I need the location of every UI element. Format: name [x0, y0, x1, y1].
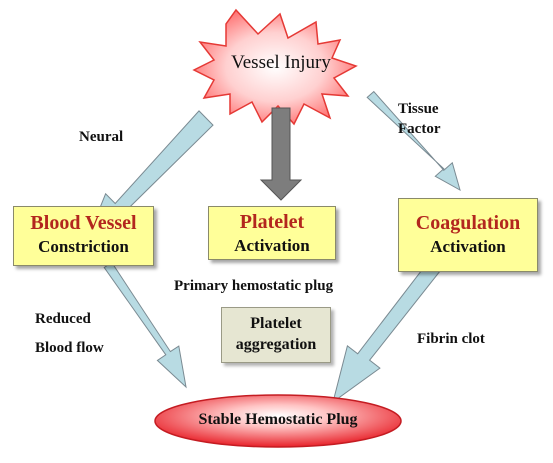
aggregation-line1: Platelet [250, 315, 302, 332]
platelet-box: Platelet Activation [208, 206, 336, 260]
tissue-factor-arrow [366, 90, 461, 192]
coagulation-box: Coagulation Activation [398, 198, 538, 272]
platelet-title: Platelet [239, 211, 305, 233]
blood-vessel-box: Blood Vessel Constriction [13, 206, 154, 266]
platelet-aggregation-box: Platelet aggregation [221, 307, 331, 363]
fibrin-clot-label: Fibrin clot [417, 331, 485, 347]
primary-plug-label: Primary hemostatic plug [174, 278, 334, 294]
aggregation-line2: aggregation [235, 335, 317, 353]
reduced-line2: Blood flow [35, 339, 104, 356]
reduced-line1: Reduced [35, 311, 91, 327]
stable-plug-label: Stable Hemostatic Plug [198, 411, 358, 428]
coagulation-title: Coagulation [415, 212, 521, 234]
platelet-arrow [259, 107, 303, 201]
coagulation-subtitle: Activation [430, 237, 506, 256]
blood-vessel-title: Blood Vessel [30, 212, 137, 234]
platelet-subtitle: Activation [234, 236, 310, 255]
tissue-factor-line1: Tissue [398, 101, 439, 117]
reduced-flow-arrow [103, 261, 187, 389]
reduced-flow-label: Reduced Blood flow [35, 305, 104, 362]
vessel-injury-burst [192, 8, 358, 126]
tissue-factor-line2: Factor [398, 121, 441, 138]
blood-vessel-subtitle: Constriction [38, 237, 129, 256]
vessel-injury-label: Vessel Injury [231, 52, 331, 73]
neural-label: Neural [79, 129, 124, 145]
tissue-factor-label: Tissue Factor [398, 99, 440, 140]
stable-plug-ellipse [154, 394, 402, 448]
fibrin-arrow [332, 258, 443, 404]
